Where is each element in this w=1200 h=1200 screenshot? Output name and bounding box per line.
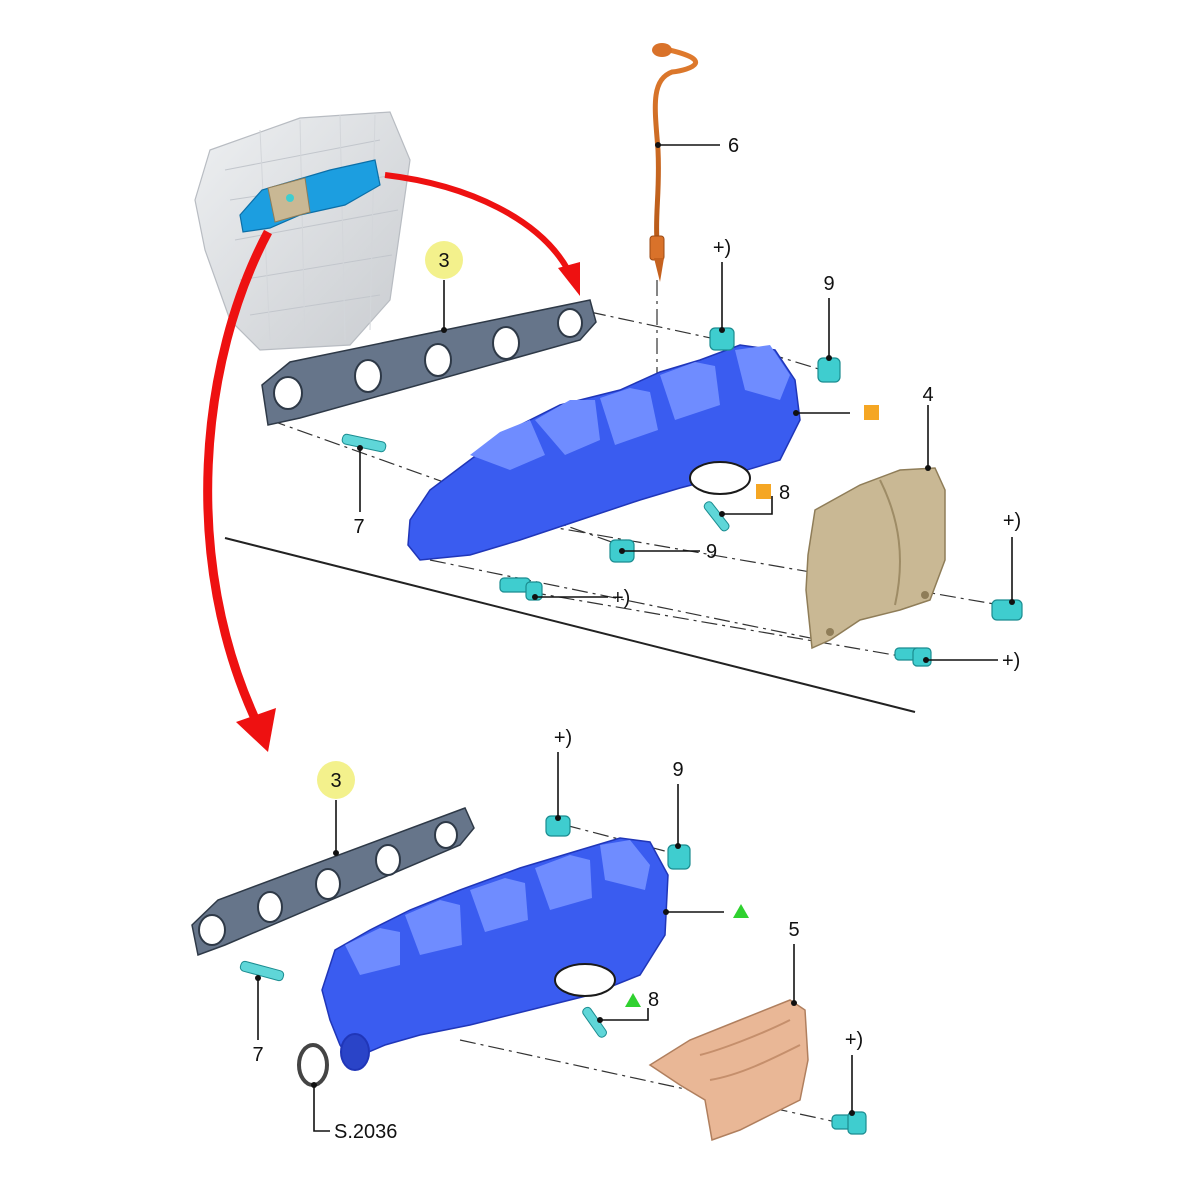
- label-part-6: 6: [728, 135, 739, 157]
- label-part-4: 4: [922, 384, 933, 406]
- label-plus-bottom-bolt: +): [554, 727, 572, 749]
- stud-8-top: [703, 501, 730, 532]
- exhaust-manifold-top: [407, 344, 801, 561]
- label-part-9-bottom: 9: [672, 759, 683, 781]
- leader-lines: [255, 142, 1015, 1132]
- label-part-3-top: 3: [438, 250, 449, 272]
- red-arrows: [203, 172, 580, 752]
- heat-shield-5: [648, 999, 809, 1142]
- stud-7-bottom: [239, 960, 285, 982]
- label-part-8-bottom: 8: [648, 989, 659, 1011]
- bolt-front-plus: [499, 577, 543, 601]
- label-part-8-top: 8: [779, 482, 790, 504]
- label-plus-top-front: +): [612, 587, 630, 609]
- gasket-top: [261, 299, 597, 426]
- seal-ring: [297, 1043, 329, 1087]
- label-part-5: 5: [788, 919, 799, 941]
- label-plus-shield4-right: +): [1003, 510, 1021, 532]
- bolt-9-top-right: [817, 357, 841, 383]
- engine-overview-thumbnail: [194, 111, 411, 351]
- exhaust-temperature-sensor: [649, 43, 699, 282]
- label-part-7-bottom: 7: [252, 1044, 263, 1066]
- triangle-marker-bottom-manifold: [733, 904, 749, 918]
- label-plus-top-bolt: +): [713, 237, 731, 259]
- label-part-3-bottom: 3: [330, 770, 341, 792]
- label-part-7-top: 7: [353, 516, 364, 538]
- triangle-marker-stud-8: [625, 993, 641, 1007]
- gasket-bottom: [191, 807, 475, 957]
- callout-bubble-3-bottom: [317, 761, 355, 799]
- bolt-shield4-right: [991, 599, 1023, 621]
- reference-line: [224, 537, 916, 713]
- label-part-9-top-right: 9: [823, 273, 834, 295]
- exhaust-manifold-bottom: [321, 837, 669, 1071]
- stud-8-bottom: [582, 1006, 607, 1038]
- square-marker-top-manifold: [864, 405, 879, 420]
- arrow-head-top: [558, 262, 580, 296]
- label-seal-reference: S.2036: [334, 1121, 397, 1143]
- arrow-head-bottom: [236, 708, 276, 752]
- engine-highlight-manifold: [239, 159, 381, 233]
- callout-bubble-3-top: [425, 241, 463, 279]
- bolt-shield5: [831, 1111, 867, 1135]
- label-part-9-top-middle: 9: [706, 541, 717, 563]
- square-marker-stud-8: [756, 484, 771, 499]
- label-plus-shield4-bottom: +): [1002, 650, 1020, 672]
- label-plus-shield5: +): [845, 1029, 863, 1051]
- heat-shield-4: [805, 467, 946, 650]
- stud-7-top: [341, 433, 387, 453]
- bolt-shield4-bottom: [894, 647, 932, 667]
